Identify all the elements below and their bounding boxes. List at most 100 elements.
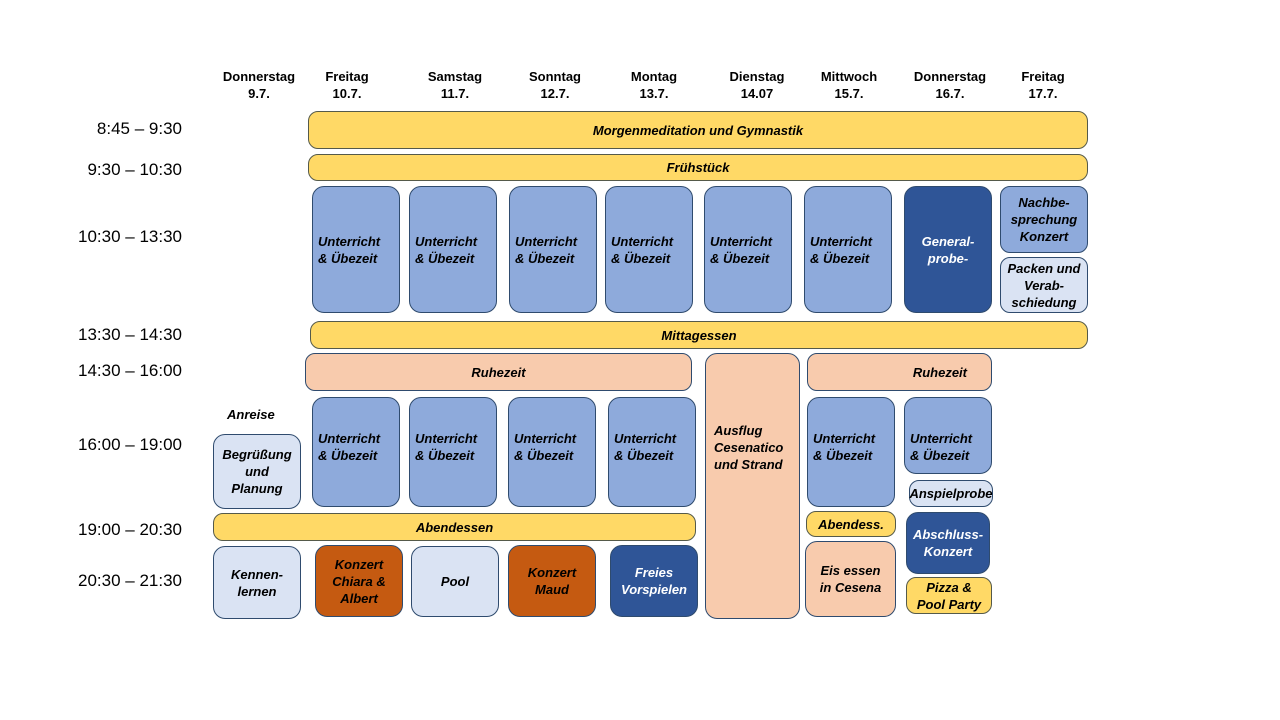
day-header: Dienstag 14.07 xyxy=(712,68,802,102)
event-lesson[interactable]: Unterricht & Übezeit xyxy=(608,397,696,507)
event-label: Packen und Verab- schiedung xyxy=(1007,260,1081,310)
event-label: Unterricht & Übezeit xyxy=(415,431,478,463)
day-name: Samstag xyxy=(427,69,483,84)
day-name: Donnerstag xyxy=(913,69,987,84)
event-label: Anspielprobe xyxy=(909,486,993,501)
event-lesson[interactable]: Unterricht & Übezeit xyxy=(508,397,596,507)
event-label: General- probe- xyxy=(921,233,975,266)
event-label: Freies Vorspielen xyxy=(621,565,687,597)
event-label: Ruhezeit xyxy=(912,364,967,380)
day-header: Mittwoch 15.7. xyxy=(804,68,894,102)
event-lesson[interactable]: Unterricht & Übezeit xyxy=(409,397,497,507)
event-label: Abendess. xyxy=(818,516,884,532)
day-date: 16.7. xyxy=(935,86,965,101)
event-welcome[interactable]: Begrüßung und Planung xyxy=(213,434,301,509)
event-lesson[interactable]: Unterricht & Übezeit xyxy=(509,186,597,313)
day-header: Samstag 11.7. xyxy=(410,68,500,102)
event-dinner-short[interactable]: Abendess. xyxy=(806,511,896,537)
time-label: 14:30 – 16:00 xyxy=(78,361,182,380)
time-label: 19:00 – 20:30 xyxy=(78,520,182,539)
day-date: 15.7. xyxy=(834,86,864,101)
event-lesson[interactable]: Unterricht & Übezeit xyxy=(704,186,792,313)
event-lesson[interactable]: Unterricht & Übezeit xyxy=(605,186,693,313)
event-pool[interactable]: Pool xyxy=(411,546,499,617)
time-label: 16:00 – 19:00 xyxy=(78,435,182,454)
event-debrief[interactable]: Nachbe- sprechung Konzert xyxy=(1000,186,1088,253)
day-header: Donnerstag 9.7. xyxy=(214,68,304,102)
event-label: Ausflug Cesenatico und Strand xyxy=(714,423,784,472)
event-concert-maud[interactable]: Konzert Maud xyxy=(508,545,596,617)
event-label: Pool xyxy=(440,574,470,589)
event-label: Unterricht & Übezeit xyxy=(318,431,381,463)
event-label: Mittagessen xyxy=(661,327,737,343)
event-label: Kennen- lernen xyxy=(231,566,283,599)
event-packing[interactable]: Packen und Verab- schiedung xyxy=(1000,257,1088,313)
event-label: Unterricht & Übezeit xyxy=(810,233,873,266)
event-rest[interactable]: Ruhezeit xyxy=(305,353,692,391)
day-name: Freitag xyxy=(325,69,369,84)
event-label: Konzert Chiara & Albert xyxy=(332,556,386,606)
event-label: Frühstück xyxy=(666,160,730,175)
day-header: Donnerstag 16.7. xyxy=(905,68,995,102)
event-lesson[interactable]: Unterricht & Übezeit xyxy=(804,186,892,313)
event-lesson[interactable]: Unterricht & Übezeit xyxy=(312,186,400,313)
time-label: 9:30 – 10:30 xyxy=(87,160,182,179)
event-final-concert[interactable]: Abschluss- Konzert xyxy=(906,512,990,574)
event-lesson[interactable]: Unterricht & Übezeit xyxy=(904,397,992,474)
time-label: 8:45 – 9:30 xyxy=(96,119,182,138)
event-label: Konzert Maud xyxy=(527,565,577,597)
event-lesson[interactable]: Unterricht & Übezeit xyxy=(409,186,497,313)
event-pizza-party[interactable]: Pizza & Pool Party xyxy=(906,577,992,614)
event-label: Unterricht & Übezeit xyxy=(415,233,478,266)
day-date: 12.7. xyxy=(540,86,570,101)
event-icecream[interactable]: Eis essen in Cesena xyxy=(805,541,896,617)
event-lesson[interactable]: Unterricht & Übezeit xyxy=(807,397,895,507)
day-name: Freitag xyxy=(1021,69,1065,84)
event-label: Unterricht & Übezeit xyxy=(813,431,876,463)
day-date: 10.7. xyxy=(332,86,362,101)
arrival-label: Anreise xyxy=(227,407,275,422)
event-label: Unterricht & Übezeit xyxy=(710,233,773,266)
event-concert-chiara-albert[interactable]: Konzert Chiara & Albert xyxy=(315,545,403,617)
event-general-rehearsal[interactable]: General- probe- xyxy=(904,186,992,313)
event-lunch[interactable]: Mittagessen xyxy=(310,321,1088,349)
event-rest[interactable]: Ruhezeit xyxy=(807,353,992,391)
day-name: Donnerstag xyxy=(222,69,296,84)
event-soundcheck[interactable]: Anspielprobe xyxy=(909,480,993,507)
event-excursion[interactable]: Ausflug Cesenatico und Strand xyxy=(705,353,800,619)
event-free-play[interactable]: Freies Vorspielen xyxy=(610,545,698,617)
day-date: 11.7. xyxy=(440,86,470,101)
event-dinner[interactable]: Abendessen xyxy=(213,513,696,541)
event-lesson[interactable]: Unterricht & Übezeit xyxy=(312,397,400,507)
event-breakfast[interactable]: Frühstück xyxy=(308,154,1088,181)
event-label: Eis essen in Cesena xyxy=(819,563,882,595)
day-date: 13.7. xyxy=(639,86,669,101)
event-meet[interactable]: Kennen- lernen xyxy=(213,546,301,619)
time-label: 10:30 – 13:30 xyxy=(78,227,182,246)
event-label: Pizza & Pool Party xyxy=(916,579,982,612)
event-label: Unterricht & Übezeit xyxy=(318,233,381,266)
event-label: Unterricht & Übezeit xyxy=(910,431,973,463)
event-label: Abendessen xyxy=(415,519,494,535)
event-morning-meditation[interactable]: Morgenmeditation und Gymnastik xyxy=(308,111,1088,149)
time-label: 13:30 – 14:30 xyxy=(78,325,182,344)
event-label: Nachbe- sprechung Konzert xyxy=(1010,195,1078,244)
day-date: 9.7. xyxy=(248,86,270,101)
time-label: 20:30 – 21:30 xyxy=(78,571,182,590)
event-label: Abschluss- Konzert xyxy=(912,527,984,559)
event-label: Unterricht & Übezeit xyxy=(611,233,674,266)
day-header: Freitag 10.7. xyxy=(302,68,392,102)
day-name: Montag xyxy=(630,69,678,84)
day-name: Dienstag xyxy=(729,69,785,84)
event-label: Morgenmeditation und Gymnastik xyxy=(592,122,804,138)
day-name: Mittwoch xyxy=(820,69,878,84)
day-header: Montag 13.7. xyxy=(609,68,699,102)
day-header: Sonntag 12.7. xyxy=(510,68,600,102)
day-name: Sonntag xyxy=(529,69,581,84)
event-label: Unterricht & Übezeit xyxy=(514,431,577,463)
event-label: Unterricht & Übezeit xyxy=(515,233,578,266)
day-date: 14.07 xyxy=(740,86,774,101)
event-label: Ruhezeit xyxy=(471,364,526,380)
event-label: Begrüßung und Planung xyxy=(222,447,292,496)
